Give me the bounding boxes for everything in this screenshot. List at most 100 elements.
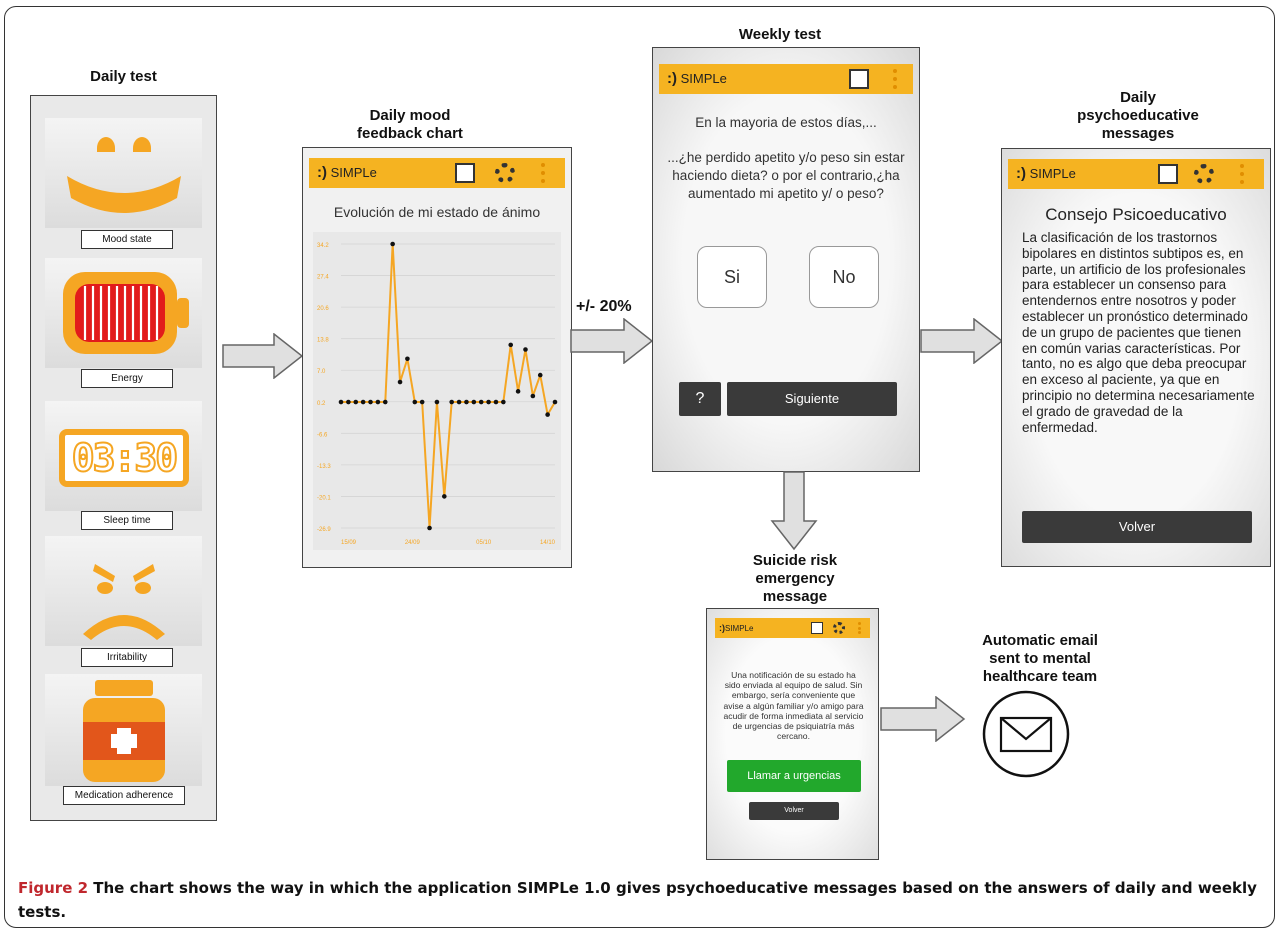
mood-chart-phone: :) SIMPLe Evolución de mi estado de ánim…	[302, 147, 572, 568]
app-bar: :) SIMPLe	[309, 158, 565, 188]
overflow-menu-icon[interactable]	[541, 163, 545, 183]
medication-tile	[45, 674, 202, 786]
data-point	[456, 399, 462, 405]
weekly-question: ...¿he perdido apetito y/o peso sin esta…	[667, 150, 905, 201]
arrow-right-icon	[920, 318, 1004, 364]
data-point	[405, 356, 410, 362]
advice-title: Consejo Psicoeducativo	[1045, 205, 1227, 224]
data-point	[353, 399, 359, 405]
weekly-intro: En la mayoria de estos días,...	[695, 115, 877, 130]
app-name: SIMPLe	[1029, 166, 1076, 181]
overflow-menu-icon[interactable]	[893, 69, 897, 89]
suicide-risk-phone: :)SIMPLe Una notificación de su estado h…	[706, 608, 879, 860]
mood-state-label: Mood state	[81, 230, 173, 249]
data-point	[427, 525, 432, 531]
app-logo: :)	[719, 623, 725, 633]
data-point	[382, 399, 388, 405]
angry-face-icon	[83, 564, 165, 640]
psychoeducative-phone: :) SIMPLe Consejo Psicoeducativo La clas…	[1001, 148, 1271, 567]
y-tick-label: -26.9	[317, 527, 331, 533]
data-point	[360, 399, 366, 405]
data-point	[368, 399, 373, 405]
app-bar: :)SIMPLe	[715, 618, 870, 638]
data-point	[523, 347, 528, 352]
data-point	[537, 372, 543, 378]
data-point	[493, 399, 499, 405]
daily-test-heading: Daily test	[90, 68, 157, 85]
x-tick-label: 15/09	[341, 540, 357, 546]
checklist-icon[interactable]	[455, 163, 475, 183]
back-button[interactable]: Volver	[1022, 511, 1252, 543]
data-point	[515, 389, 521, 394]
x-tick-label: 14/10	[540, 540, 556, 546]
app-logo: :)	[1016, 165, 1026, 182]
y-tick-label: 20.6	[317, 306, 329, 312]
mood-line-chart: 34.227.420.613.87.00.2-6.6-13.3-20.1-26.…	[313, 232, 561, 550]
clock-digits: 03:30	[71, 435, 179, 481]
app-logo: :)	[317, 164, 327, 181]
energy-label: Energy	[81, 369, 173, 388]
overflow-menu-icon[interactable]	[1240, 164, 1244, 184]
help-button[interactable]: ?	[679, 382, 721, 416]
settings-gear-icon[interactable]	[495, 163, 515, 183]
arrow-right-icon	[222, 333, 304, 379]
data-point	[442, 494, 447, 499]
data-point	[397, 379, 403, 385]
app-bar: :) SIMPLe	[659, 64, 913, 94]
figure-frame	[4, 6, 1275, 928]
emergency-body: Una notificación de su estado ha sido en…	[723, 670, 864, 742]
psychoeducative-heading: Daily psychoeducative messages	[1077, 89, 1199, 142]
app-logo: :)	[667, 70, 677, 87]
smiley-icon	[67, 137, 181, 213]
clock-icon: 03:30	[59, 429, 189, 487]
next-button[interactable]: Siguiente	[727, 382, 897, 416]
settings-gear-icon[interactable]	[1194, 164, 1214, 184]
app-bar: :) SIMPLe	[1008, 159, 1264, 189]
advice-body: La clasificación de los trastornos bipol…	[1022, 230, 1255, 435]
sleep-time-label: Sleep time	[81, 511, 173, 530]
weekly-test-phone: :) SIMPLe En la mayoria de estos días,..…	[652, 47, 920, 472]
figure-caption: Figure 2 The chart shows the way in whic…	[18, 876, 1266, 924]
weekly-test-heading: Weekly test	[738, 26, 822, 43]
data-point	[434, 399, 440, 405]
data-point	[390, 241, 395, 247]
back-button[interactable]: Volver	[749, 802, 839, 820]
data-point	[346, 399, 351, 405]
irritability-tile	[45, 536, 202, 646]
figure-label: Figure 2	[18, 879, 89, 897]
medication-adherence-label: Medication adherence	[63, 786, 185, 805]
app-name: SIMPLe	[725, 624, 754, 633]
daily-test-panel: Mood state Energy 03:30 Sleep time	[30, 95, 217, 821]
data-point	[464, 399, 469, 405]
settings-gear-icon[interactable]	[833, 622, 845, 634]
data-point	[501, 399, 506, 405]
y-tick-label: -20.1	[317, 495, 331, 501]
y-tick-label: 13.8	[317, 338, 329, 344]
data-point	[545, 412, 550, 417]
checklist-icon[interactable]	[849, 69, 869, 89]
app-name: SIMPLe	[680, 71, 727, 86]
app-name: SIMPLe	[330, 165, 377, 180]
data-point	[530, 393, 536, 399]
no-button[interactable]: No	[809, 246, 879, 308]
threshold-label: +/- 20%	[576, 298, 632, 315]
email-envelope-icon	[982, 690, 1070, 778]
checklist-icon[interactable]	[811, 622, 823, 634]
irritability-label: Irritability	[81, 648, 173, 667]
data-point	[419, 399, 425, 405]
y-tick-label: 0.2	[317, 401, 326, 407]
x-tick-label: 24/09	[405, 540, 421, 546]
overflow-menu-icon[interactable]	[858, 622, 861, 634]
email-heading: Automatic email sent to mental healthcar…	[982, 632, 1098, 685]
data-point	[552, 399, 558, 405]
yes-button[interactable]: Si	[697, 246, 767, 308]
y-tick-label: 34.2	[317, 243, 329, 249]
checklist-icon[interactable]	[1158, 164, 1178, 184]
energy-tile	[45, 258, 202, 368]
arrow-right-icon	[880, 696, 966, 742]
arrow-down-icon	[770, 471, 818, 551]
y-tick-label: -6.6	[317, 432, 328, 438]
y-tick-label: 7.0	[317, 369, 326, 375]
mood-state-tile	[45, 118, 202, 228]
call-emergency-button[interactable]: Llamar a urgencias	[727, 760, 861, 792]
